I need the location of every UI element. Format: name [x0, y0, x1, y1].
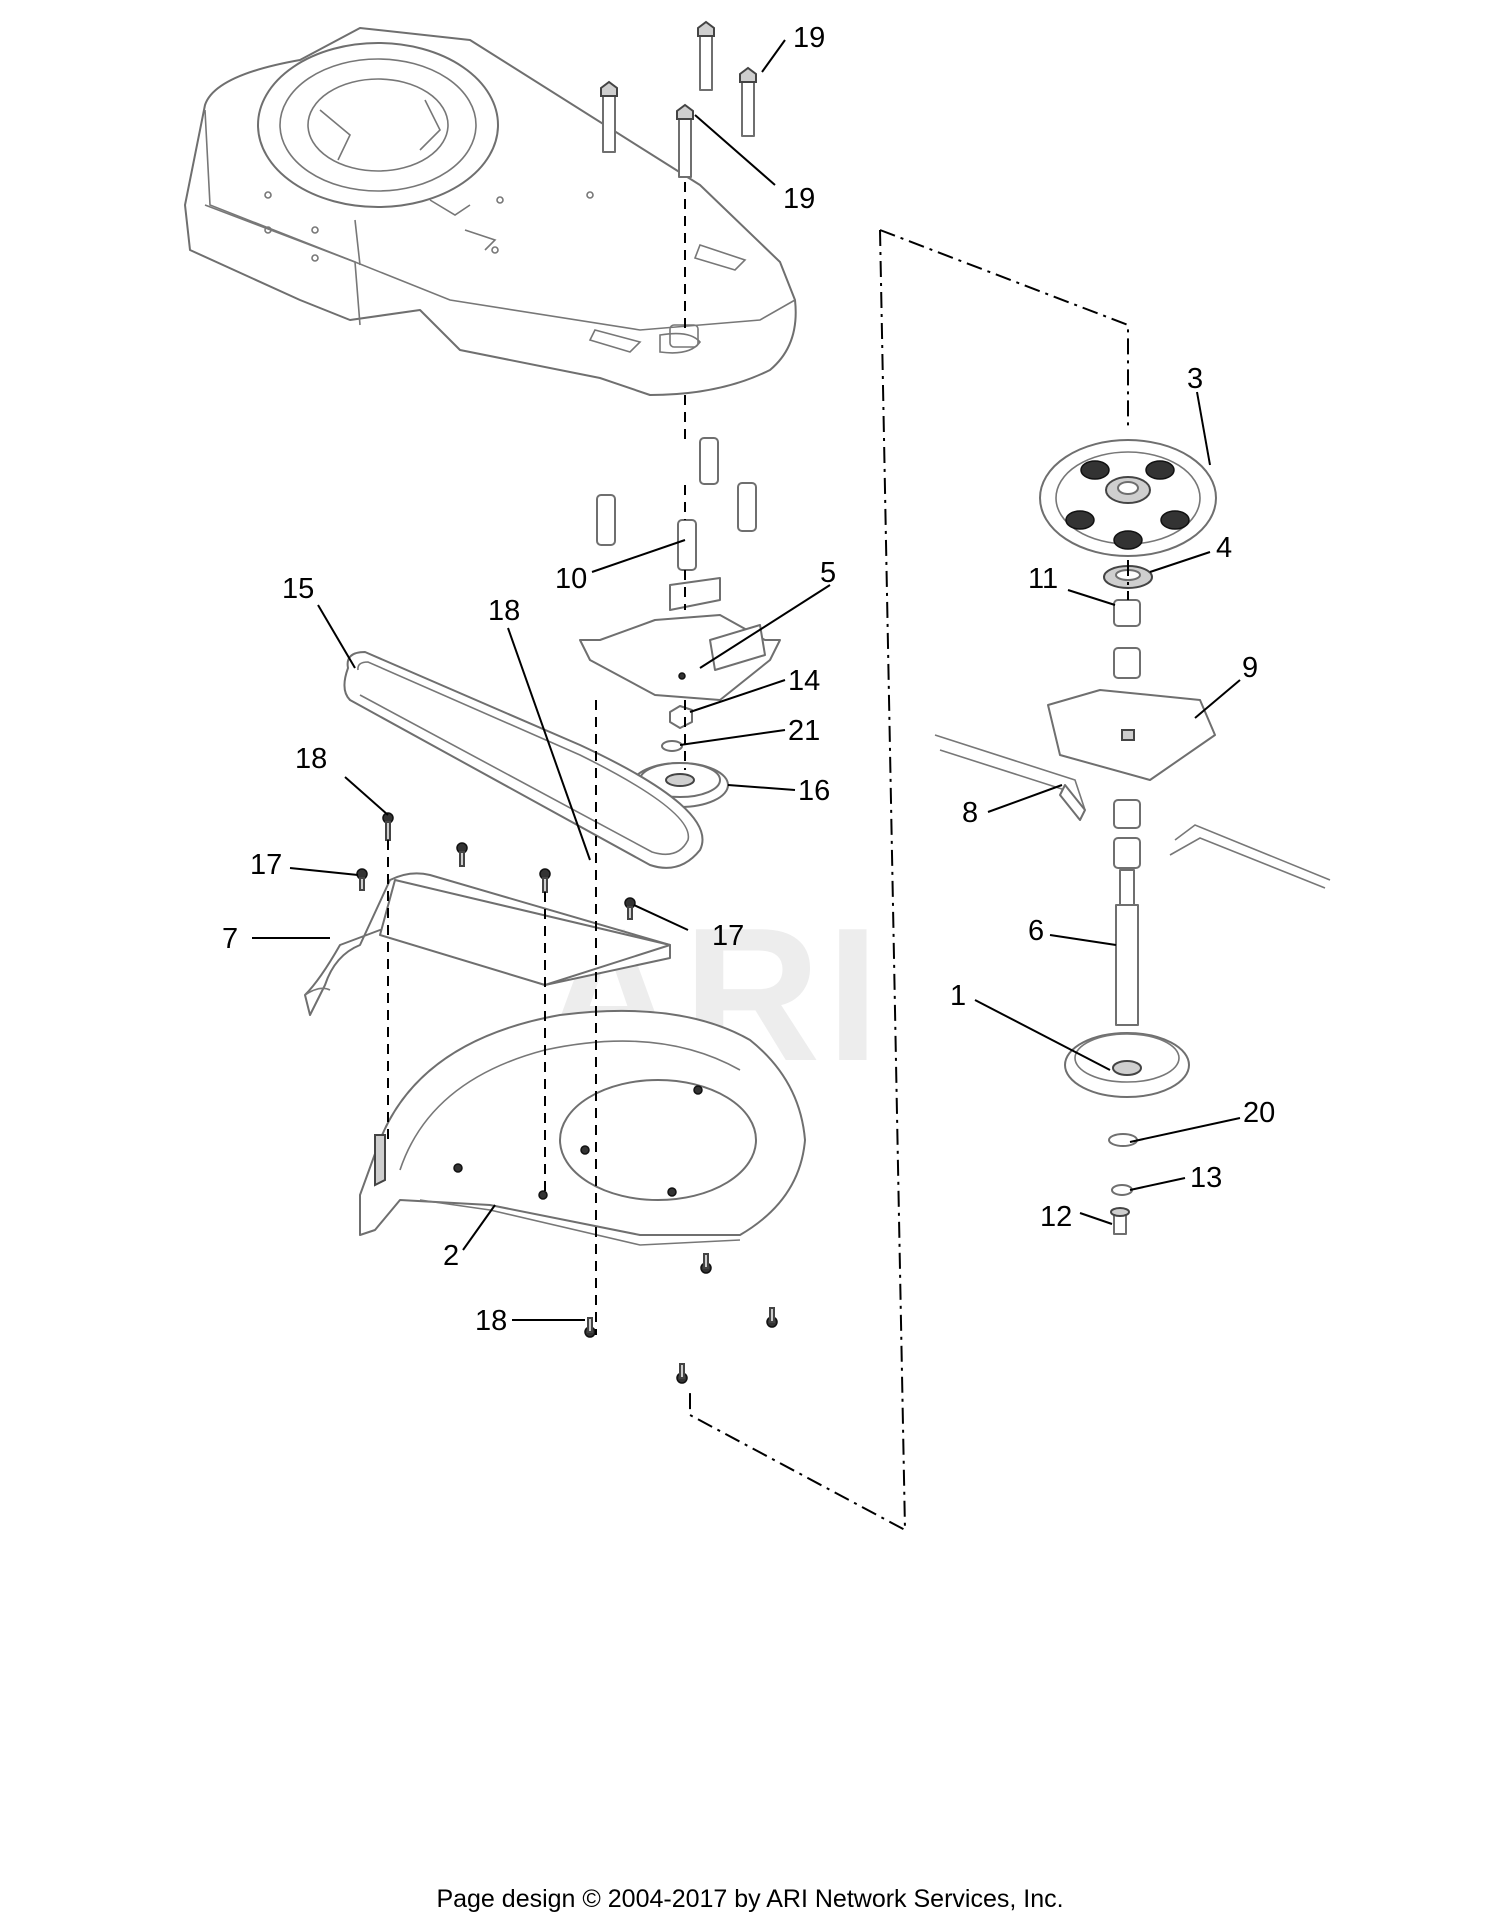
callout-7: 7: [222, 923, 238, 955]
spacers-right: [1113, 799, 1141, 869]
callout-18a: 18: [488, 595, 520, 627]
belt-15: [343, 651, 704, 869]
callout-18c: 18: [475, 1305, 507, 1337]
callout-8: 8: [962, 797, 978, 829]
shaft-6: [1115, 869, 1139, 1026]
bolts-19: [600, 20, 757, 178]
callout-15: 15: [282, 573, 314, 605]
lockwasher-13: [1111, 1184, 1133, 1196]
deck-housing: [184, 27, 797, 396]
callout-3: 3: [1187, 363, 1203, 395]
callout-9: 9: [1242, 652, 1258, 684]
washer-20: [1108, 1133, 1138, 1147]
washer-21: [661, 740, 683, 752]
spacers-10: [596, 437, 757, 571]
screws: [356, 812, 778, 1384]
lower-deck-2: [359, 1009, 806, 1246]
callout-19a: 19: [793, 22, 825, 54]
callout-20: 20: [1243, 1097, 1275, 1129]
callout-17a: 17: [250, 849, 282, 881]
copyright-footer: Page design © 2004-2017 by ARI Network S…: [436, 1885, 1064, 1913]
bracket-5: [579, 577, 781, 701]
callout-12: 12: [1040, 1201, 1072, 1233]
callout-14: 14: [788, 665, 820, 697]
callout-16: 16: [798, 775, 830, 807]
blade-hub-3: [1039, 439, 1217, 557]
bolt-12: [1110, 1207, 1130, 1235]
callout-2: 2: [443, 1240, 459, 1272]
callout-6: 6: [1028, 915, 1044, 947]
callout-10: 10: [555, 563, 587, 595]
callout-13: 13: [1190, 1162, 1222, 1194]
leader-lines: [252, 39, 1241, 1321]
callout-labels: 19 19 3 4 11 9 8 6 1 20 13 12 10 5 15 18…: [222, 22, 1275, 1337]
callout-1: 1: [950, 980, 966, 1012]
callout-5: 5: [820, 557, 836, 589]
center-lines: [387, 182, 1129, 1532]
nut-14: [669, 705, 693, 729]
cup-1: [1064, 1032, 1190, 1098]
callout-19b: 19: [783, 183, 815, 215]
plate-9: [1047, 689, 1216, 781]
callout-11: 11: [1028, 563, 1058, 595]
callout-17b: 17: [712, 920, 744, 952]
spacer-11: [1113, 599, 1141, 679]
callout-21: 21: [788, 715, 820, 747]
callout-4: 4: [1216, 532, 1232, 564]
callout-18b: 18: [295, 743, 327, 775]
rods-8: [934, 734, 1331, 889]
